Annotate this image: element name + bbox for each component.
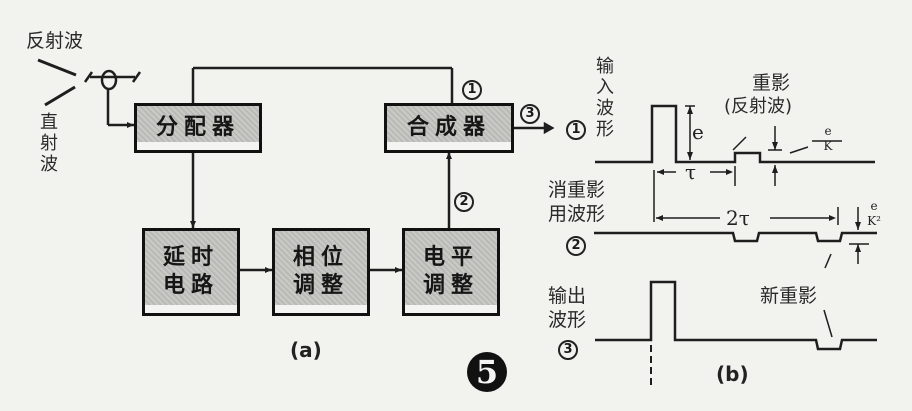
pulse-amplitude-e: e xyxy=(692,120,704,144)
distributor-block: 分配器 xyxy=(134,103,262,153)
delay-tau: τ xyxy=(685,160,697,184)
caption-b: (b) xyxy=(716,362,749,386)
delay-circuit-block: 延时 电路 xyxy=(142,228,240,316)
marker-1-a: 1 xyxy=(462,80,482,100)
caption-a: (a) xyxy=(290,338,322,362)
marker-2-b: 2 xyxy=(566,236,586,256)
reflected-wave-label: 反射波 xyxy=(26,30,84,52)
combiner-block: 合成器 xyxy=(384,103,514,153)
phase-adjust-block: 相位 调整 xyxy=(272,228,370,316)
delay-2tau: 2τ xyxy=(726,206,750,230)
direct-wave-label: 直 射 波 xyxy=(40,112,58,175)
marker-1-b: 1 xyxy=(566,120,586,140)
marker-3-b: 3 xyxy=(558,340,578,360)
level-adjust-block: 电平 调整 xyxy=(402,228,500,316)
figure-number-badge: 5 xyxy=(467,352,507,392)
ghost-amplitude-fraction: e K xyxy=(823,124,833,153)
input-waveform-label: 输 入 波 形 xyxy=(596,56,614,140)
ghost-reflected-wave-label: (反射波) xyxy=(724,96,793,117)
marker-2-a: 2 xyxy=(454,192,474,212)
cancel-waveform-label: 消重影 用波形 xyxy=(548,179,606,225)
output-waveform-label: 输出 波形 xyxy=(548,285,587,331)
ghost-label: 重影 xyxy=(752,72,791,94)
marker-3-a: 3 xyxy=(520,104,540,124)
cancel-amplitude-fraction: e K² xyxy=(867,199,881,228)
new-ghost-label: 新重影 xyxy=(760,285,818,307)
